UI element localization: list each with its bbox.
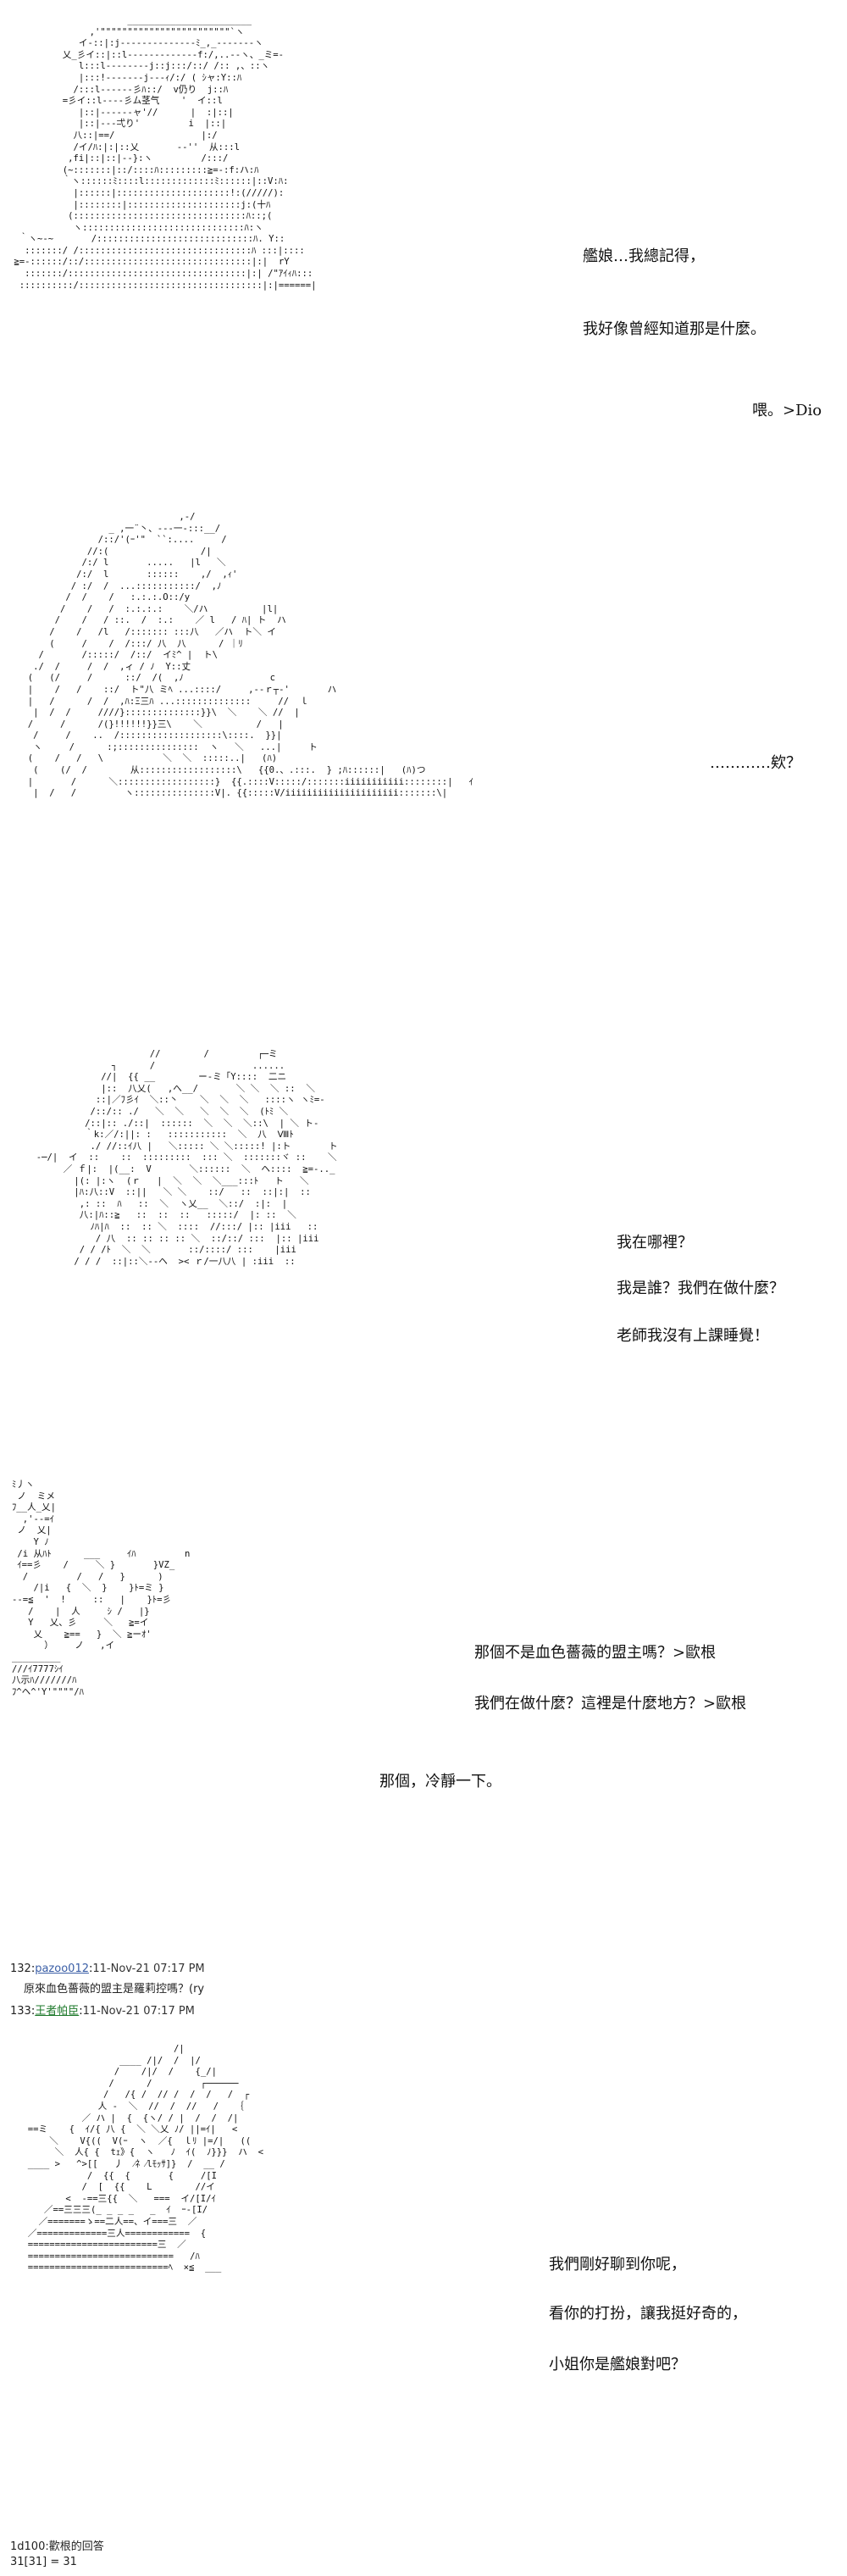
dialogue-line: 喂。>Dio	[752, 402, 822, 419]
ascii-art: // / ┌─ミ ┐ / ...... //| {{ __ ー-ミ「Y:::: …	[36, 1049, 338, 1267]
panel-1: _______________________ ,'""""""""""""""…	[0, 0, 847, 500]
panel-2: ,-/ _ ,一¨丶、--‐一-:::__/ /::/'(ｰ'" ``:....…	[0, 500, 847, 1025]
dialogue-line: 艦娘…我總記得，	[583, 247, 705, 265]
dialogue-line: …………欸？	[710, 754, 801, 772]
dialogue-line: 我是誰？我們在做什麼？	[617, 1280, 784, 1297]
post-user-link[interactable]: 王者帕臣	[35, 2005, 80, 2018]
post-number: 132	[10, 1963, 31, 1975]
dialogue-line: 我在哪裡？	[617, 1234, 693, 1252]
dialogue-line: 我好像曾經知道那是什麼。	[583, 320, 766, 338]
dice-roll-result: 31[31] = 31	[10, 2556, 77, 2568]
ascii-art: _______________________ ,'""""""""""""""…	[14, 15, 317, 291]
post-date: 11-Nov-21 07:17 PM	[82, 2005, 195, 2018]
panel-3: // / ┌─ミ ┐ / ...... //| {{ __ ー-ミ「Y:::: …	[0, 1025, 847, 1474]
ascii-art: ﾐ丿ヽ ノ ミメ ﾌ__人_乂| ,'--=ｲ ノ 乂| Y ﾉ /i 从ﾊﾄ …	[12, 1480, 191, 1697]
panel-4: ﾐ丿ヽ ノ ミメ ﾌ__人_乂| ,'--=ｲ ノ 乂| Y ﾉ /i 从ﾊﾄ …	[0, 1474, 847, 1949]
dialogue-line: 小姐你是艦娘對吧？	[549, 2356, 686, 2373]
dialogue-line: 那個，冷靜一下。	[379, 1773, 501, 1790]
post-date: 11-Nov-21 07:17 PM	[92, 1963, 205, 1975]
dialogue-line: 我們剛好聊到你呢，	[549, 2256, 686, 2273]
post-header: 133:王者帕臣:11-Nov-21 07:17 PM	[10, 2005, 195, 2018]
dice-roll-label: 1d100:歡根的回答	[10, 2540, 104, 2553]
post-header: 132:pazoo012:11-Nov-21 07:17 PM	[10, 1963, 205, 1975]
dialogue-line: 看你的打扮，讓我挺好奇的，	[549, 2305, 747, 2323]
post-user-link[interactable]: pazoo012	[35, 1963, 89, 1975]
ascii-art: ,-/ _ ,一¨丶、--‐一-:::__/ /::/'(ｰ'" ``:....…	[27, 512, 473, 799]
post-text: 原來血色薔薇的盟主是羅莉控嗎？(ry	[24, 1983, 205, 1996]
ascii-art: /| ____ /|/ / |/ / /|/ / {_/| / / ┌─────…	[27, 2044, 264, 2273]
panel-5: /| ____ /|/ / |/ / /|/ / {_/| / / ┌─────…	[0, 2025, 847, 2534]
dialogue-line: 老師我沒有上課睡覺！	[617, 1327, 769, 1345]
post-number: 133	[10, 2005, 31, 2018]
dialogue-line: 我們在做什麼？這裡是什麼地方？>歐根	[474, 1695, 747, 1713]
dialogue-line: 那個不是血色薔薇的盟主嗎？>歐根	[474, 1644, 717, 1662]
